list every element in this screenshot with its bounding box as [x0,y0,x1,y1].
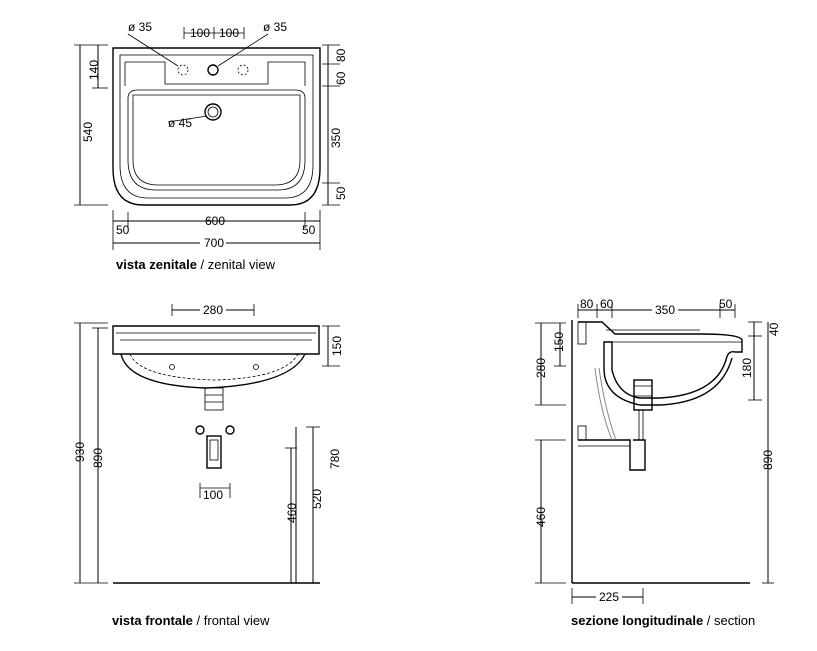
dim-sec-60: 60 [600,297,614,311]
dim-sec-50: 50 [719,297,733,311]
dim-h-460: 460 [285,503,299,523]
dim-right-60: 60 [334,71,348,85]
dim-sec-350: 350 [655,303,675,317]
tap-hole-left [177,64,189,76]
dim-sec-460: 460 [534,507,548,527]
dim-h-930: 930 [73,442,87,462]
dim-h-520: 520 [310,489,324,509]
trap-front [206,435,222,469]
dim-overall-width: 700 [204,236,224,250]
dim-sec-40: 40 [767,322,781,336]
tap-hole-center [207,64,219,76]
dim-sec-225: 225 [599,590,619,604]
caption-front-sep: / [193,613,204,628]
dim-height-150: 150 [330,336,344,356]
caption-section: sezione longitudinale / section [571,613,755,628]
drain-hole [204,103,222,121]
bowl-top [127,89,306,191]
caption-top-sep: / [197,257,208,272]
dim-h-780: 780 [328,449,342,469]
caption-front-it: vista frontale [112,613,193,628]
front-view: 280 100 930 890 150 780 520 460 vista fr… [73,303,344,628]
dim-hole-left: ø 35 [128,20,152,34]
dim-side-right: 50 [302,223,316,237]
caption-section-it: sezione longitudinale [571,613,703,628]
dim-sec-280: 280 [534,358,548,378]
caption-section-en: section [714,613,755,628]
caption-top: vista zenitale / zenital view [116,257,276,272]
section-view: 80 60 350 50 280 150 460 40 180 890 225 [534,297,781,628]
caption-front: vista frontale / frontal view [112,613,270,628]
dim-h-890: 890 [91,448,105,468]
basin-outline-top [112,47,321,206]
dim-depth-back: 140 [87,60,101,80]
tap-hole-right [237,64,249,76]
caption-top-it: vista zenitale [116,257,197,272]
dim-depth-total: 540 [81,122,95,142]
dim-right-50: 50 [334,186,348,200]
dim-right-80: 80 [334,48,348,62]
top-view: ø 35 ø 35 ø 45 100 100 540 140 80 60 350… [74,20,348,272]
dim-side-left: 50 [116,223,130,237]
dim-right-350: 350 [329,128,343,148]
dim-top-width: 280 [203,303,223,317]
caption-section-sep: / [703,613,714,628]
dim-spacing-left: 100 [190,26,210,40]
basin-section [578,321,743,406]
dim-spacing-right: 100 [219,26,239,40]
dim-sec-890: 890 [761,450,775,470]
dim-hole-right: ø 35 [263,20,287,34]
basin-rim-front [112,325,320,355]
caption-front-en: frontal view [204,613,270,628]
dim-sec-150: 150 [552,332,566,352]
dim-drain: ø 45 [168,116,192,130]
dim-spacing-100: 100 [203,488,223,502]
dim-sec-180: 180 [740,358,754,378]
basin-bowl-front [120,353,306,389]
caption-top-en: zenital view [208,257,276,272]
dim-bowl-width: 600 [205,214,225,228]
trap-section [578,439,646,471]
dim-sec-80: 80 [580,297,594,311]
